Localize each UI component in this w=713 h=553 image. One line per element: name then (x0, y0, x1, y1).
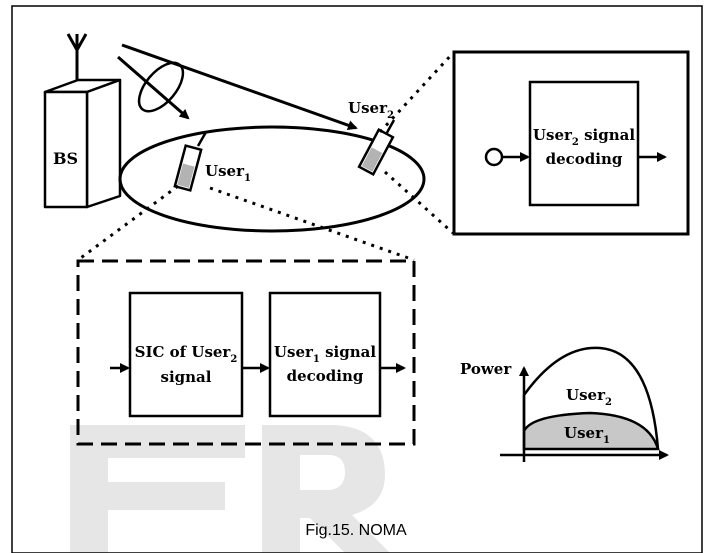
user1-decoding-block (268, 291, 382, 418)
user2-device-icon (357, 119, 396, 176)
input-node-icon (484, 147, 504, 167)
sic-block (128, 291, 244, 418)
user1-power-region (522, 411, 660, 451)
figure-caption: Fig.15. NOMA (305, 522, 407, 539)
beam-arrow-user2 (121, 43, 358, 131)
user2-decoding-block (528, 80, 640, 207)
beam-ellipse (137, 61, 185, 113)
watermark (70, 425, 390, 553)
zoom-lines (77, 51, 455, 262)
power-chart: Power User2 User1 (460, 346, 669, 462)
user1-device-icon (173, 131, 208, 192)
sic-line1: SIC of User2 (135, 343, 238, 365)
beam-arrow-user1 (117, 55, 190, 120)
antenna-icon (66, 33, 88, 80)
user2-zoom-panel (452, 50, 690, 236)
coverage-ellipse (118, 125, 426, 233)
sic-line2: signal (161, 368, 212, 386)
user2-power-region (522, 346, 660, 450)
user2-decoding-line2: decoding (546, 150, 623, 168)
user1-label: User1 (205, 162, 251, 184)
user2-label: User2 (348, 99, 394, 121)
user1-decoding-line2: decoding (287, 367, 364, 385)
bs-label: BS (53, 149, 78, 168)
power-axis-label: Power (460, 360, 512, 378)
user2-power-label: User2 (566, 386, 612, 408)
user1-zoom-panel (76, 259, 416, 446)
user1-decoding-line1: User1 signal (274, 343, 376, 365)
user2-decoding-line1: User2 signal (533, 126, 635, 148)
outer-frame (11, 5, 703, 553)
user1-power-label: User1 (564, 424, 610, 446)
base-station-box (43, 78, 122, 209)
